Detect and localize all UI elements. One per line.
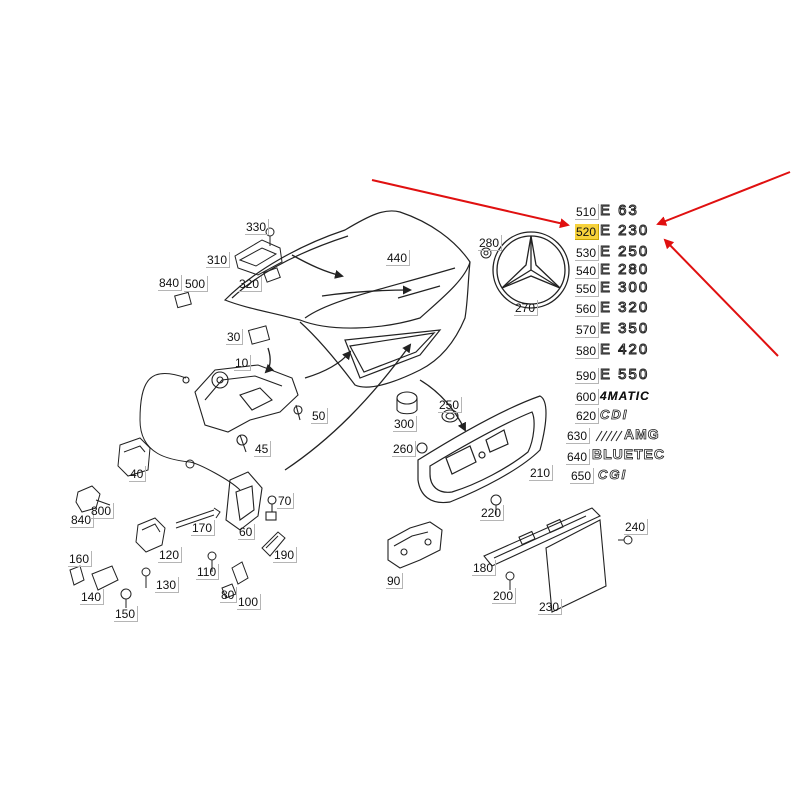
emblem-code-590: 590 (575, 368, 600, 384)
emblem-code-650: 650 (570, 468, 595, 484)
small-fasteners (207, 551, 249, 599)
label-170: 170 (191, 520, 216, 536)
label-270: 270 (514, 300, 539, 316)
emblem-code-600: 600 (575, 389, 600, 405)
label-300: 300 (393, 416, 418, 432)
leader-arrows (264, 254, 466, 471)
emblem-badge-e300: E 300 (599, 279, 650, 296)
label-500: 500 (184, 276, 209, 292)
handle-assembly (234, 227, 283, 283)
part-190 (261, 531, 286, 557)
emblem-badge-cgi: CGI (598, 467, 628, 483)
label-160: 160 (68, 551, 93, 567)
label-200: 200 (492, 588, 517, 604)
emblem-code-580: 580 (575, 343, 600, 359)
emblem-code-640: 640 (566, 449, 591, 465)
label-330: 330 (245, 219, 270, 235)
emblem-code-510: 510 (575, 204, 600, 220)
label-140: 140 (80, 589, 105, 605)
label-280: 280 (478, 235, 503, 251)
label-80: 80 (220, 587, 238, 603)
label-440: 440 (386, 250, 411, 266)
part-40 (117, 437, 151, 477)
label-90: 90 (386, 573, 404, 589)
hinge-parts (69, 565, 151, 608)
trunk-lid (223, 210, 471, 388)
emblem-badge-e250: E 250 (599, 243, 650, 260)
bracket-90 (387, 521, 443, 569)
label-130: 130 (155, 577, 180, 593)
part-280 (480, 247, 492, 259)
label-180: 180 (472, 560, 497, 576)
screws (505, 535, 633, 590)
label-150: 150 (114, 606, 139, 622)
amg-stripes-icon (595, 430, 623, 442)
label-260: 260 (392, 441, 417, 457)
emblem-badge-4matic: 4MATIC (600, 389, 650, 403)
red-callout-arrows (371, 171, 791, 357)
emblem-badge-amg: AMG (624, 426, 660, 442)
emblem-badge-e63: E 63 (600, 202, 639, 219)
label-50: 50 (311, 408, 329, 424)
emblem-code-630: 630 (566, 428, 591, 444)
label-30: 30 (226, 329, 244, 345)
label-800: 800 (90, 503, 115, 519)
label-320: 320 (238, 276, 263, 292)
emblem-badge-e420: E 420 (599, 341, 650, 358)
label-70: 70 (277, 493, 295, 509)
emblem-code-540: 540 (575, 263, 600, 279)
part-800 (75, 485, 111, 513)
license-light-housing (417, 395, 547, 504)
emblem-code-570: 570 (575, 322, 600, 338)
emblem-badge-e230: E 230 (599, 222, 650, 239)
release-cable (139, 373, 241, 491)
label-220: 220 (480, 505, 505, 521)
light-bar-180 (483, 507, 601, 567)
lock-mechanism (182, 364, 303, 453)
emblem-badge-e320: E 320 (599, 299, 650, 316)
label-190: 190 (273, 547, 298, 563)
emblem-code-530: 530 (575, 245, 600, 261)
label-230: 230 (538, 599, 563, 615)
emblem-badge-e350: E 350 (599, 320, 650, 337)
label-40: 40 (129, 466, 147, 482)
grommets (396, 391, 459, 454)
bolt-170 (175, 507, 221, 529)
striker-assembly (225, 471, 277, 531)
label-45: 45 (254, 441, 272, 457)
label-840-lower: 840 (70, 512, 95, 528)
screw-220 (490, 494, 502, 515)
star-emblem (492, 231, 570, 309)
emblem-code-560: 560 (575, 301, 600, 317)
label-310: 310 (206, 252, 231, 268)
label-110: 110 (196, 564, 220, 580)
label-120: 120 (158, 547, 183, 563)
label-250: 250 (438, 397, 463, 413)
license-plate-230 (545, 519, 607, 613)
part-120 (135, 517, 166, 553)
label-10: 10 (234, 355, 252, 371)
label-210: 210 (529, 465, 554, 481)
emblem-badge-cdi: CDI (600, 407, 629, 423)
emblem-code-620: 620 (575, 408, 600, 424)
small-parts-left (174, 291, 271, 345)
emblem-code-520-highlighted: 520 (575, 224, 600, 240)
emblem-badge-bluetec: BLUETEC (592, 446, 666, 462)
label-840: 840 (158, 275, 183, 291)
emblem-badge-e550: E 550 (599, 366, 650, 383)
label-240: 240 (624, 519, 649, 535)
label-60: 60 (238, 524, 256, 540)
emblem-badge-e280: E 280 (599, 261, 650, 278)
emblem-code-550: 550 (575, 281, 600, 297)
label-100: 100 (237, 594, 262, 610)
